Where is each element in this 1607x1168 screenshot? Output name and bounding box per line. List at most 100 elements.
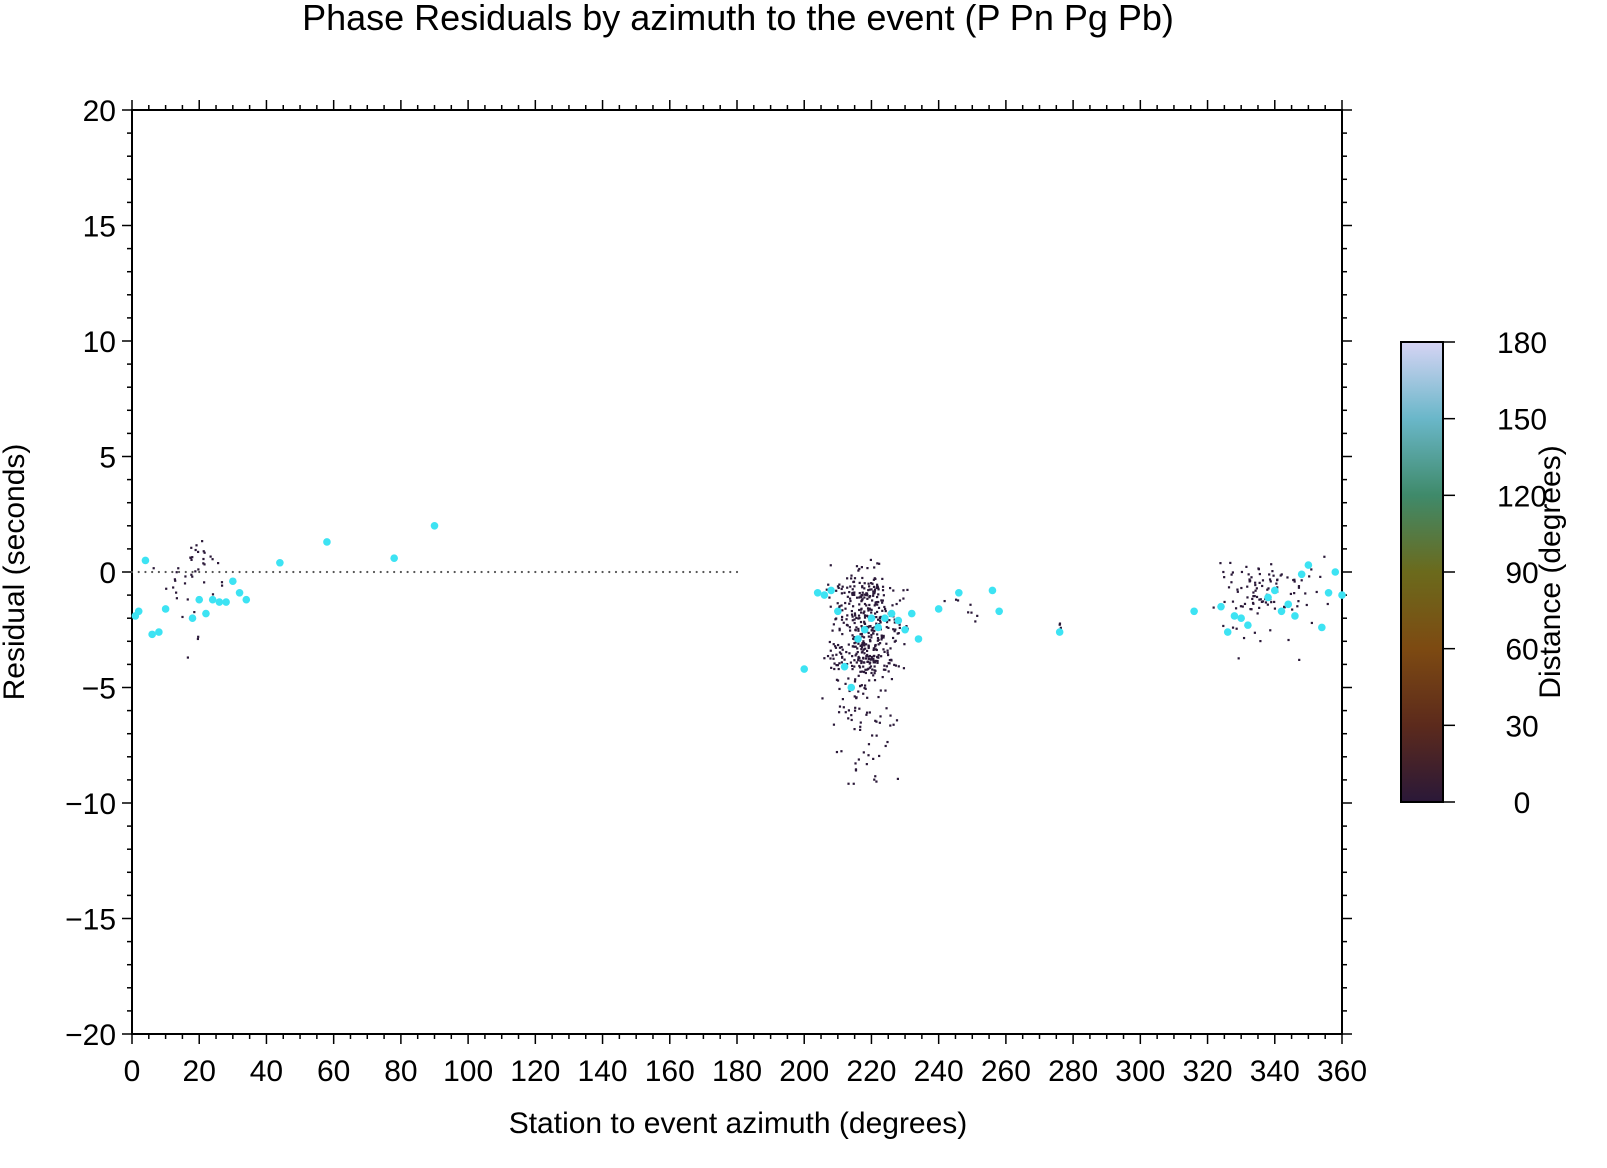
small-data-point: [876, 585, 879, 588]
small-data-point: [897, 632, 900, 635]
small-data-point: [838, 583, 841, 586]
small-data-point: [835, 664, 838, 667]
small-data-point: [174, 579, 177, 582]
small-data-point: [864, 668, 867, 671]
small-data-point: [874, 719, 877, 722]
small-data-point: [861, 591, 864, 594]
small-data-point: [882, 668, 886, 671]
small-data-point: [868, 711, 871, 714]
large-data-point: [1284, 600, 1293, 609]
zero-line-dot: [440, 570, 443, 574]
small-data-point: [1246, 596, 1249, 599]
small-data-point: [821, 697, 824, 700]
zero-line-dot: [735, 570, 739, 574]
small-data-point: [970, 611, 973, 614]
small-data-point: [848, 597, 852, 600]
small-data-point: [833, 662, 836, 665]
large-data-point: [1190, 607, 1198, 616]
small-data-point: [857, 627, 860, 631]
large-data-point: [1244, 621, 1252, 629]
small-data-point: [1304, 592, 1307, 595]
small-data-point: [838, 662, 841, 665]
small-data-point: [181, 615, 184, 619]
small-data-point: [862, 636, 866, 639]
small-data-point: [1292, 578, 1295, 582]
y-axis-label: Residual (seconds): [0, 444, 31, 701]
small-data-point: [828, 640, 831, 644]
small-data-point: [1227, 586, 1231, 589]
small-data-point: [858, 581, 861, 584]
x-tick-label: 320: [1183, 1055, 1233, 1088]
y-tick-label: −5: [82, 673, 116, 706]
large-data-point: [854, 635, 862, 643]
small-data-point: [195, 544, 198, 547]
small-data-point: [1254, 581, 1257, 584]
small-data-point: [857, 690, 860, 693]
small-data-point: [1297, 586, 1301, 589]
small-data-point: [888, 659, 891, 662]
small-data-point: [881, 601, 884, 604]
small-data-point: [867, 646, 870, 650]
small-data-point: [1240, 570, 1244, 574]
small-data-point: [872, 659, 875, 662]
small-data-point: [896, 777, 899, 780]
colorbar: [1400, 341, 1444, 803]
zero-line-dot: [695, 570, 698, 574]
small-data-point: [880, 636, 883, 639]
small-data-point: [861, 594, 864, 597]
small-data-point: [860, 607, 863, 610]
small-data-point: [863, 686, 866, 690]
small-data-point: [874, 775, 877, 778]
small-data-point: [853, 585, 856, 588]
small-data-point: [851, 619, 854, 622]
small-data-point: [863, 596, 866, 599]
small-data-point: [1234, 607, 1238, 610]
small-data-point: [852, 580, 855, 584]
large-data-point: [1331, 568, 1340, 576]
small-data-point: [865, 713, 868, 716]
x-tick-label: 140: [578, 1055, 628, 1088]
small-data-point: [1239, 605, 1243, 608]
zero-line-dot: [312, 570, 315, 574]
small-data-point: [848, 689, 851, 693]
small-data-point: [843, 591, 846, 594]
small-data-point: [860, 632, 863, 636]
zero-line-dot: [278, 570, 281, 574]
small-data-point: [835, 653, 838, 656]
small-data-point: [190, 558, 193, 561]
small-data-point: [850, 613, 854, 616]
small-data-point: [1248, 580, 1251, 583]
colorbar-tick-label: 180: [1497, 327, 1547, 360]
small-data-point: [201, 540, 204, 543]
zero-line-dot: [628, 570, 631, 574]
large-data-point: [323, 538, 331, 546]
small-data-point: [838, 687, 841, 691]
zero-line-dot: [661, 570, 665, 574]
small-data-point: [837, 643, 840, 647]
small-data-point: [152, 567, 155, 570]
small-data-point: [1251, 597, 1254, 601]
small-data-point: [1230, 573, 1233, 576]
small-data-point: [866, 594, 869, 597]
small-data-point: [838, 651, 842, 654]
small-data-point: [1219, 562, 1222, 565]
small-data-point: [860, 624, 863, 628]
small-data-point: [865, 593, 868, 596]
small-data-point: [885, 642, 888, 645]
small-data-point: [873, 669, 876, 672]
small-data-point: [871, 626, 874, 630]
small-data-point: [857, 614, 861, 617]
small-data-point: [857, 659, 860, 662]
small-data-point: [851, 588, 854, 591]
small-data-point: [902, 667, 906, 670]
zero-line-dot: [285, 570, 288, 574]
small-data-point: [887, 670, 890, 673]
small-data-point: [867, 754, 870, 757]
zero-line-dot: [272, 570, 275, 574]
small-data-point: [1256, 612, 1259, 615]
zero-line-dot: [292, 570, 295, 574]
zero-line-dot: [211, 570, 214, 574]
small-data-point: [859, 659, 862, 662]
small-data-point: [1258, 598, 1261, 601]
